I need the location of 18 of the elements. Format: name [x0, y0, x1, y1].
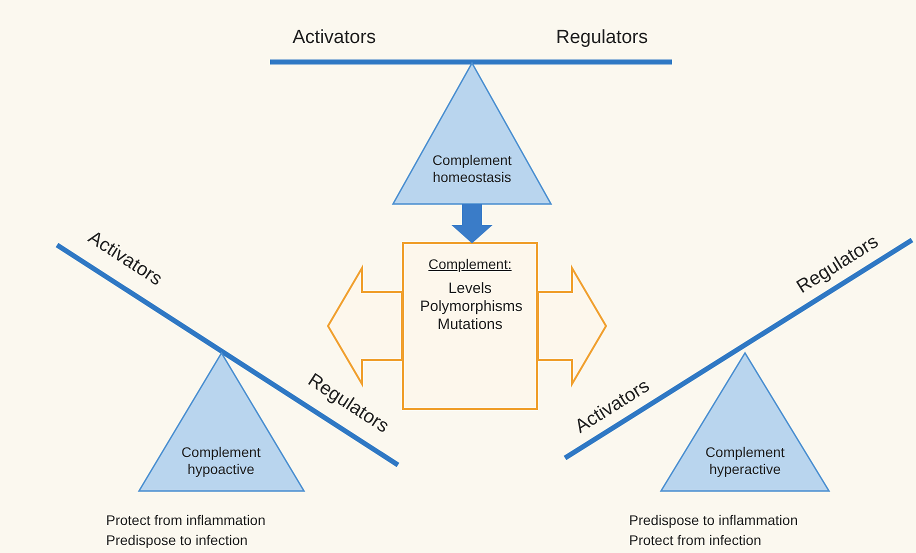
- beam-label: Activators: [292, 27, 376, 49]
- fulcrum-triangle: [138, 352, 305, 492]
- block-arrow: [537, 264, 608, 388]
- node-text: Complement hyperactive: [704, 444, 786, 478]
- box-text: Levels Polymorphisms Mutations: [420, 280, 520, 334]
- outcome-text: Protect from inflammation: [106, 512, 266, 528]
- outcome-text: Predispose to infection: [106, 532, 248, 548]
- fulcrum-triangle: [392, 62, 552, 205]
- block-arrow: [326, 264, 403, 388]
- outcome-text: Predispose to inflammation: [629, 512, 798, 528]
- fulcrum-triangle: [660, 352, 830, 492]
- block-arrow: [451, 204, 493, 244]
- info-box: [402, 242, 538, 410]
- outcome-text: Protect from infection: [629, 532, 762, 548]
- node-text: Complement homeostasis: [431, 152, 513, 186]
- node-text: Complement hypoactive: [180, 444, 262, 478]
- beam-label: Regulators: [556, 27, 648, 49]
- box-heading: Complement:: [427, 256, 513, 273]
